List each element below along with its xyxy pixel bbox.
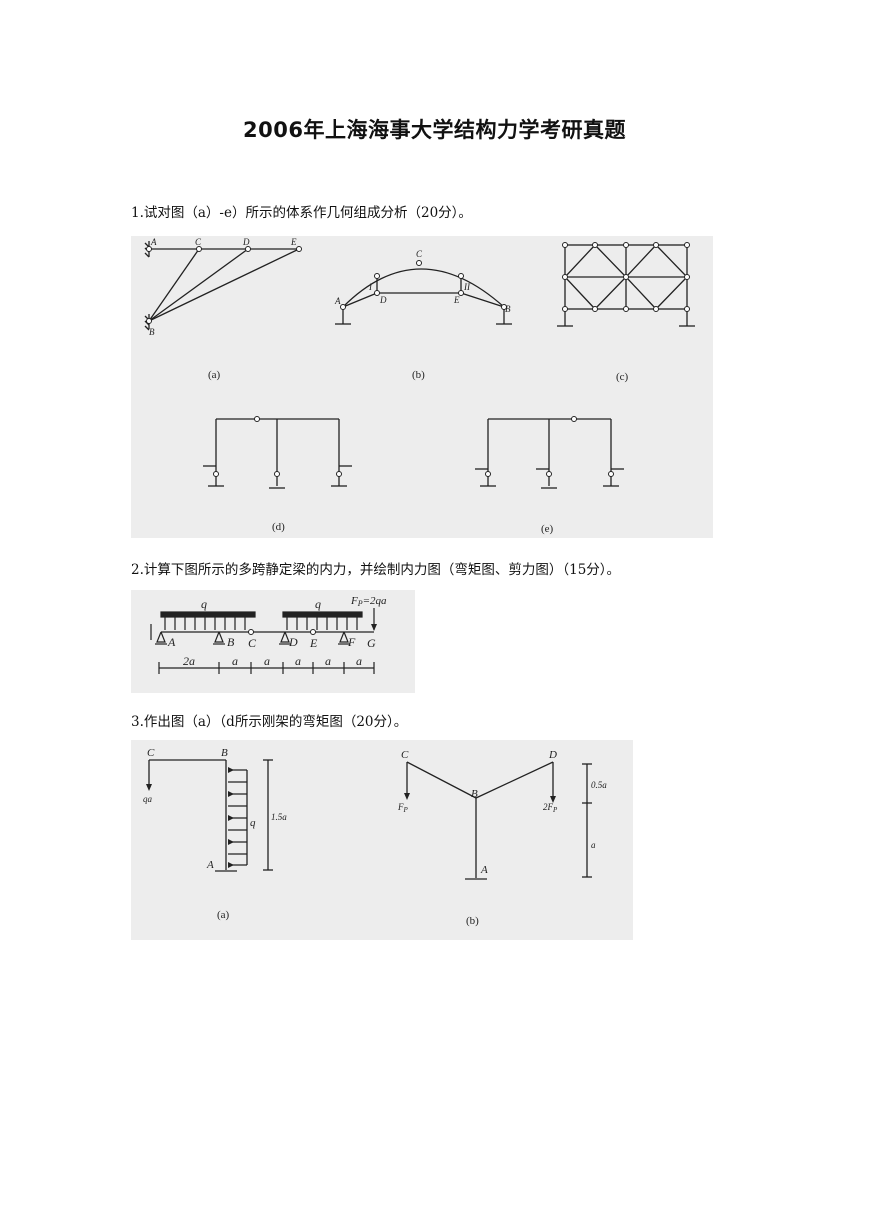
question-2-text: 2.计算下图所示的多跨静定梁的内力，并绘制内力图（弯矩图、剪力图）（15分）。 xyxy=(131,562,621,578)
fig1a-label-d: D xyxy=(242,237,250,247)
dim-a-3: a xyxy=(295,654,301,668)
figure-1e xyxy=(475,418,624,489)
fig3b-force-2fp: 2FP xyxy=(543,802,558,814)
fig1b-caption: (b) xyxy=(412,369,425,381)
question-2-figure: q q FP=2qa A B C D E F G 2a a a a a a xyxy=(131,590,415,693)
point-e: E xyxy=(309,636,318,650)
figure-1a xyxy=(144,241,300,331)
fig1d-caption: (d) xyxy=(272,521,285,533)
load-q-label-1: q xyxy=(201,597,207,611)
figure-1c xyxy=(557,244,695,327)
dim-2a: 2a xyxy=(183,654,195,668)
fig3b-caption: (b) xyxy=(466,915,479,927)
fig3b-label-c: C xyxy=(401,749,409,761)
fig1a-label-a: A xyxy=(150,237,157,247)
fig3a-dim: 1.5a xyxy=(271,812,287,822)
point-b: B xyxy=(227,635,235,649)
question-3-figure: C B A qa q 1.5a C D B A FP 2FP 0.5a a (a… xyxy=(131,740,633,940)
fig1b-label-i: I xyxy=(368,282,373,292)
fig3b-dim-05a: 0.5a xyxy=(591,780,607,790)
fig1b-label-d: D xyxy=(379,295,387,305)
point-c: C xyxy=(248,636,257,650)
fig1b-label-b: B xyxy=(505,304,511,314)
fig3a-label-a: A xyxy=(206,859,214,871)
fig1b-label-ii: II xyxy=(463,282,471,292)
fig3a-load-q: q xyxy=(250,817,256,829)
page-title: 2006年上海海事大学结构力学考研真题 xyxy=(243,118,626,142)
load-q-label-2: q xyxy=(315,597,321,611)
question-2-beam: q q FP=2qa A B C D E F G 2a a a a a a xyxy=(150,595,387,674)
fig3a-label-b: B xyxy=(221,747,228,759)
point-d: D xyxy=(288,635,298,649)
fig1a-label-b: B xyxy=(149,327,155,337)
point-a: A xyxy=(167,635,176,649)
point-g: G xyxy=(367,636,376,650)
fig3b-label-b: B xyxy=(471,788,478,800)
question-3-text: 3.作出图（a）（d所示刚架的弯矩图（20分）。 xyxy=(131,714,408,730)
fig3b-label-d: D xyxy=(548,749,557,761)
point-f: F xyxy=(347,635,356,649)
fig1e-caption: (e) xyxy=(541,523,554,535)
question-3-frames: C B A qa q 1.5a C D B A FP 2FP 0.5a a (a… xyxy=(143,747,607,927)
dim-a-5: a xyxy=(356,654,362,668)
fig1b-label-c: C xyxy=(416,249,423,259)
fig1b-label-a: A xyxy=(334,296,341,306)
force-label: FP=2qa xyxy=(350,595,387,608)
question-1-diagrams: A C D E B C I II A D E B (a) (b) (c) (d)… xyxy=(144,237,695,535)
fig3a-label-c: C xyxy=(147,747,155,759)
dim-a-1: a xyxy=(232,654,238,668)
fig1c-caption: (c) xyxy=(616,371,629,383)
fig3a-load-qa: qa xyxy=(143,794,153,804)
fig3b-label-a: A xyxy=(480,864,488,876)
dim-a-4: a xyxy=(325,654,331,668)
fig1b-label-e: E xyxy=(453,295,460,305)
fig1a-label-e: E xyxy=(290,237,297,247)
question-1-text: 1.试对图（a）-e）所示的体系作几何组成分析（20分）。 xyxy=(131,205,472,221)
fig1a-label-c: C xyxy=(195,237,202,247)
dim-a-2: a xyxy=(264,654,270,668)
fig1a-caption: (a) xyxy=(208,369,221,381)
figure-1d xyxy=(203,418,352,489)
fig3b-force-fp: FP xyxy=(397,802,409,814)
fig3b-dim-a: a xyxy=(591,840,596,850)
fig3a-caption: (a) xyxy=(217,909,230,921)
question-1-figure: A C D E B C I II A D E B (a) (b) (c) (d)… xyxy=(131,236,713,538)
figure-1b xyxy=(335,268,512,325)
